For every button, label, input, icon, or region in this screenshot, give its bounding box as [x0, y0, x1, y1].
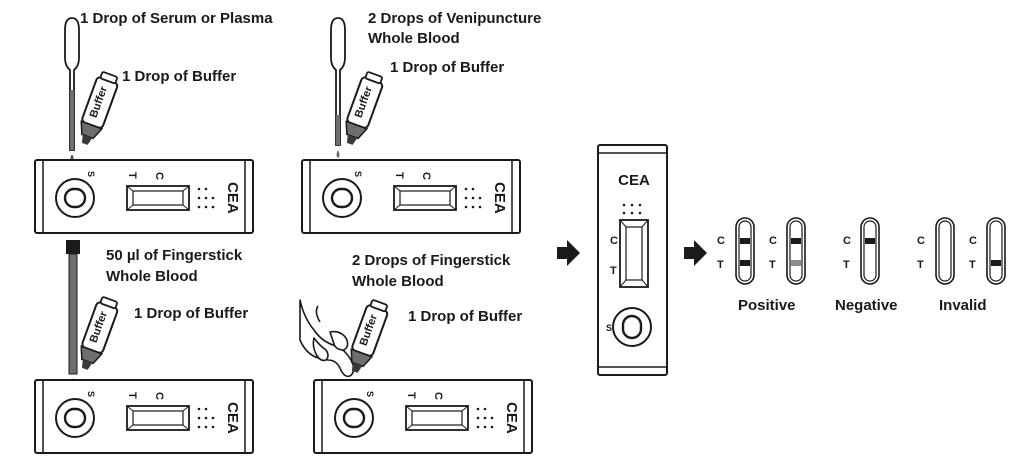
cassette-large: CEA C T S: [597, 144, 668, 376]
cassette-label-sample: S: [365, 391, 375, 397]
test-line: [740, 260, 750, 266]
cassette-analyte-label: CEA: [491, 182, 508, 214]
cassette-label-control: C: [610, 235, 618, 247]
result-positive-weak: C T: [769, 217, 806, 285]
result-label-positive: Positive: [738, 297, 796, 314]
label-panel2-buffer-drop: 1 Drop of Buffer: [390, 59, 505, 76]
dropper-icon: [64, 17, 80, 164]
control-line: [865, 238, 875, 244]
label-venipuncture-drops-line1: 2 Drops of Venipuncture: [368, 10, 542, 27]
label-serum-plasma-drop: 1 Drop of Serum or Plasma: [80, 10, 273, 27]
cassette-label-sample: S: [86, 391, 96, 397]
cassette-analyte-label: CEA: [224, 402, 241, 434]
label-panel4-buffer-drop: 1 Drop of Buffer: [408, 308, 523, 325]
buffer-bottle-icon: Buffer: [73, 69, 122, 149]
label-fingerstick-volume-line2: Whole Blood: [106, 268, 198, 285]
result-label-test: T: [917, 259, 924, 271]
cassette-panel2: T C S CEA: [300, 158, 522, 235]
cassette-label-test: T: [610, 265, 617, 277]
cassette-analyte-label: CEA: [224, 182, 241, 214]
result-label-test: T: [717, 259, 724, 271]
panel-serum-plasma: Buffer T C S CEA: [33, 17, 255, 235]
panel-venipuncture: Buffer T C S CEA: [300, 17, 522, 235]
label-panel3-buffer-drop: 1 Drop of Buffer: [134, 305, 249, 322]
test-line-faint: [791, 260, 801, 266]
arrow-right-icon: [557, 240, 580, 266]
buffer-bottle-icon: Buffer: [338, 69, 387, 149]
result-label-test: T: [969, 259, 976, 271]
cassette-label-control: C: [153, 172, 165, 180]
control-line: [791, 238, 801, 244]
result-label-control: C: [843, 235, 851, 247]
capillary-tube-icon: [68, 253, 78, 375]
label-fingerstick-drops-line1: 2 Drops of Fingerstick: [352, 252, 511, 269]
label-panel1-buffer-drop: 1 Drop of Buffer: [122, 68, 237, 85]
label-venipuncture-drops-line2: Whole Blood: [368, 30, 460, 47]
cassette-label-control: C: [432, 392, 444, 400]
result-label-negative: Negative: [835, 297, 898, 314]
buffer-bottle-icon: Buffer: [343, 297, 392, 377]
cassette-analyte-label: CEA: [503, 402, 520, 434]
result-invalid-empty: C T: [917, 217, 955, 285]
dropper-icon: [330, 17, 346, 158]
cassette-label-control: C: [153, 392, 165, 400]
cassette-panel3: T C S CEA: [33, 378, 255, 455]
result-label-control: C: [769, 235, 777, 247]
control-line: [740, 238, 750, 244]
capillary-bulb-icon: [66, 240, 80, 254]
result-invalid-test-only: C T: [969, 217, 1006, 285]
label-fingerstick-drops-line2: Whole Blood: [352, 273, 444, 290]
result-label-invalid: Invalid: [939, 297, 987, 314]
result-label-test: T: [769, 259, 776, 271]
cassette-label-test: T: [126, 392, 138, 399]
panel-fingerstick-capillary: Buffer T C S CEA: [33, 240, 255, 455]
panel-fingerstick-direct: Buffer T C S CEA: [299, 297, 534, 455]
cassette-panel4: T C S CEA: [312, 378, 534, 455]
buffer-bottle-icon: Buffer: [73, 294, 122, 374]
cassette-label-test: T: [393, 172, 405, 179]
result-negative: C T: [843, 217, 880, 285]
hand-icon: [299, 299, 355, 378]
cassette-label-sample: S: [353, 171, 363, 177]
label-fingerstick-volume-line1: 50 µl of Fingerstick: [106, 247, 243, 264]
cassette-label-sample: S: [606, 323, 612, 333]
result-label-control: C: [717, 235, 725, 247]
result-positive-strong: C T: [717, 217, 755, 285]
result-label-control: C: [917, 235, 925, 247]
cassette-label-sample: S: [86, 171, 96, 177]
arrow-right-icon: [684, 240, 707, 266]
cassette-analyte-label: CEA: [618, 172, 650, 189]
result-label-control: C: [969, 235, 977, 247]
cassette-label-control: C: [420, 172, 432, 180]
result-label-test: T: [843, 259, 850, 271]
cassette-panel1: T C S CEA: [33, 158, 255, 235]
cassette-label-test: T: [405, 392, 417, 399]
cassette-label-test: T: [126, 172, 138, 179]
test-line: [991, 260, 1001, 266]
